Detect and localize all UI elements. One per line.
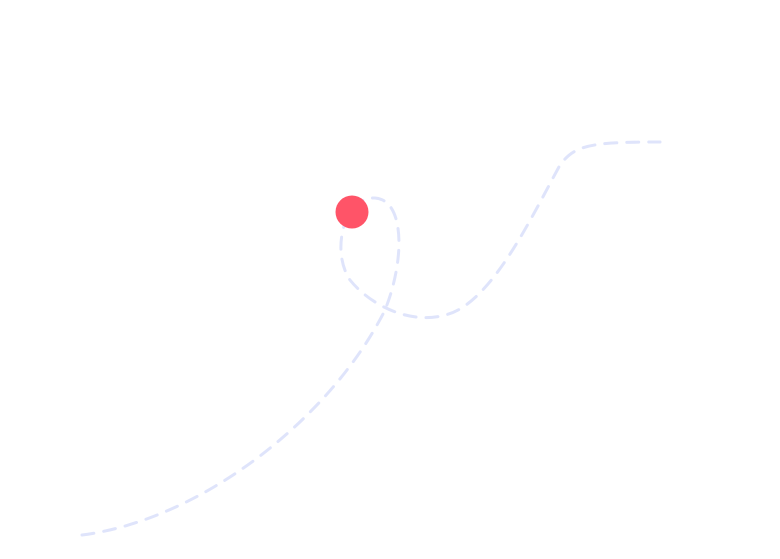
dashed-motion-path [80, 140, 662, 537]
dot-marker-icon [335, 195, 369, 229]
